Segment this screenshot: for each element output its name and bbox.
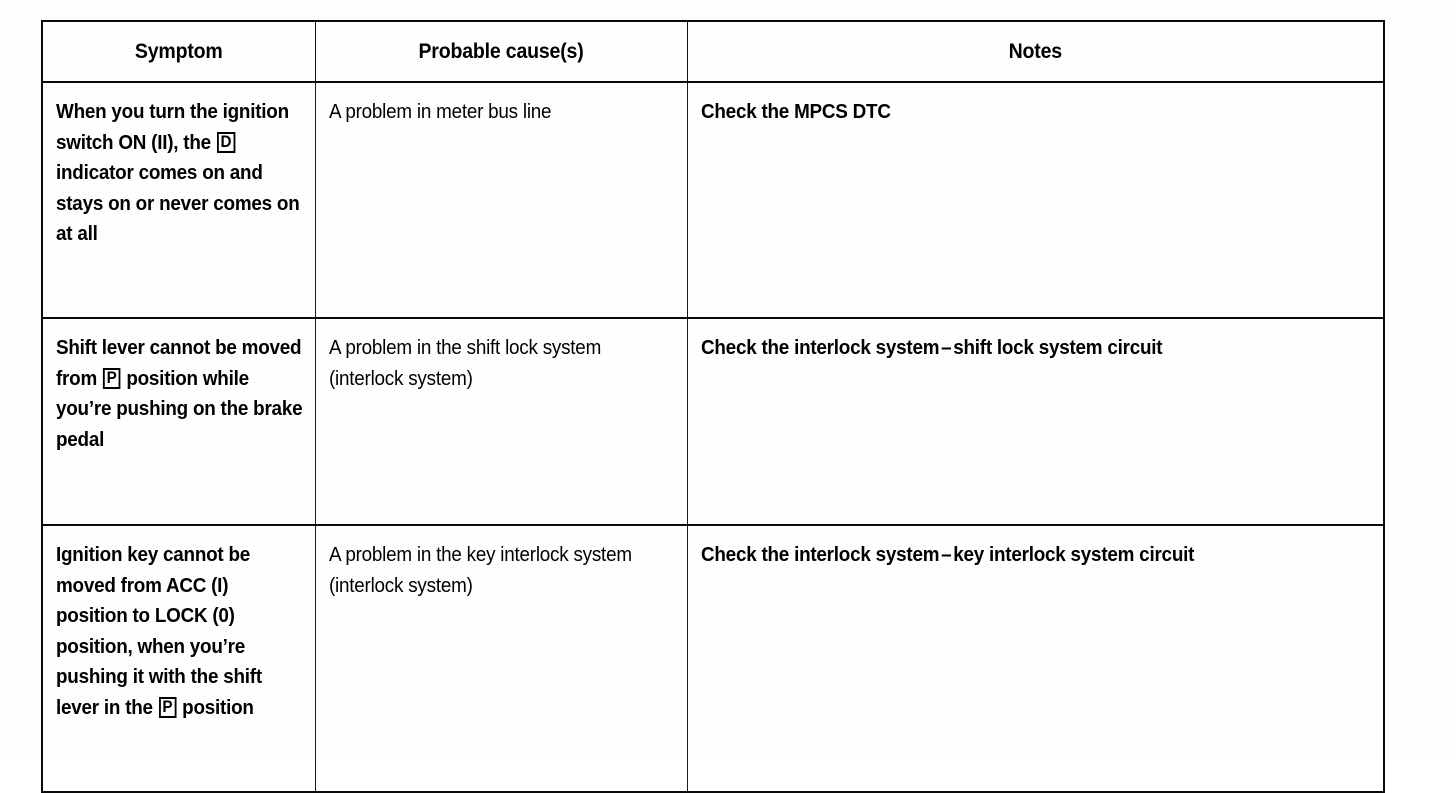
cell-notes: Check the interlock system–key interlock…	[687, 525, 1384, 792]
column-header-notes: Notes	[711, 21, 1360, 83]
notes-text-lead: Check the MPCS DTC	[700, 100, 891, 123]
probable-cause-text: A problem in the key interlock system (i…	[328, 543, 632, 597]
table-row: When you turn the ignition switch ON (II…	[42, 82, 1384, 319]
symptom-text-tail: position while you’re pushing on the bra…	[56, 366, 303, 451]
gear-position-indicator-icon: P	[102, 368, 121, 389]
cell-symptom: Ignition key cannot be moved from ACC (I…	[42, 525, 316, 792]
header-row: Symptom Probable cause(s) Notes	[42, 21, 1384, 83]
cell-symptom: Shift lever cannot be moved from P posit…	[42, 318, 316, 526]
gear-position-indicator-icon: D	[216, 132, 236, 153]
symptom-text-tail: indicator comes on and stays on or never…	[56, 161, 300, 245]
gear-position-indicator-icon: P	[158, 697, 177, 718]
table-header: Symptom Probable cause(s) Notes	[42, 21, 1384, 83]
symptom-text-lead: Ignition key cannot be moved from ACC (I…	[56, 543, 262, 719]
endash-separator: –	[940, 336, 951, 359]
cell-probable-cause: A problem in meter bus line	[315, 82, 688, 319]
column-header-probable-cause: Probable cause(s)	[328, 21, 675, 83]
probable-cause-text: A problem in the shift lock system (inte…	[328, 336, 601, 390]
cell-probable-cause: A problem in the shift lock system (inte…	[315, 318, 688, 526]
table-body: When you turn the ignition switch ON (II…	[42, 82, 1384, 792]
cell-symptom: When you turn the ignition switch ON (II…	[42, 82, 316, 319]
probable-cause-text: A problem in meter bus line	[328, 100, 552, 123]
cell-probable-cause: A problem in the key interlock system (i…	[315, 525, 688, 792]
notes-text-tail: shift lock system circuit	[952, 336, 1162, 359]
symptom-text-tail: position	[177, 695, 254, 719]
notes-text-lead: Check the interlock system	[700, 543, 939, 566]
symptom-text-lead: When you turn the ignition switch ON (II…	[56, 100, 289, 154]
table-row: Ignition key cannot be moved from ACC (I…	[42, 525, 1384, 792]
table-row: Shift lever cannot be moved from P posit…	[42, 318, 1384, 526]
notes-text-lead: Check the interlock system	[700, 336, 939, 359]
cell-notes: Check the MPCS DTC	[687, 82, 1384, 319]
symptom-text-lead: Shift lever cannot be moved from	[56, 336, 302, 390]
column-header-symptom: Symptom	[51, 21, 306, 83]
troubleshooting-symptom-chart: Symptom Probable cause(s) Notes When you…	[41, 20, 1385, 793]
cell-notes: Check the interlock system–shift lock sy…	[687, 318, 1384, 526]
notes-text-tail: key interlock system circuit	[952, 543, 1194, 566]
endash-separator: –	[940, 543, 951, 566]
